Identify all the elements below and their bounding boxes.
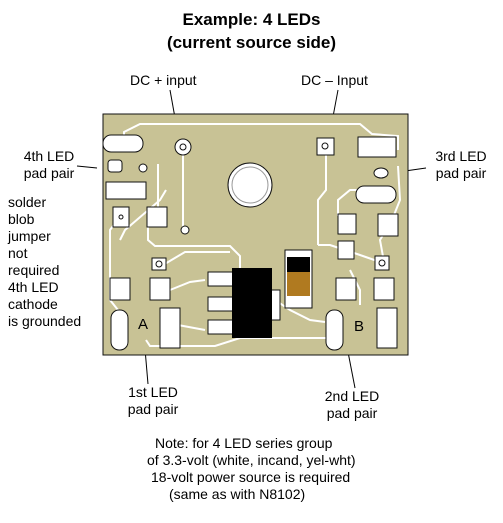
led3-label-line2: pad pair	[435, 165, 487, 181]
trace-mid	[157, 251, 230, 269]
led2-label: 2nd LED pad pair	[312, 388, 392, 422]
power-note-line: (same as with N8102)	[169, 486, 306, 502]
solder-note-line: is grounded	[8, 313, 82, 329]
led4-pad-oval	[102, 134, 144, 153]
solder-note-line: required	[8, 262, 60, 278]
led1-label-line1: 1st LED	[128, 384, 178, 400]
led2-pad-square-1	[335, 277, 357, 301]
trace-top	[123, 123, 399, 150]
led1-pad-square-1	[109, 277, 131, 301]
mounting-hole	[227, 162, 273, 208]
led4-pad-small	[107, 159, 123, 173]
dc-minus-hole	[321, 142, 329, 150]
via-1	[180, 225, 190, 235]
led2-label-line1: 2nd LED	[324, 388, 380, 404]
trace-pin3	[177, 324, 206, 331]
led3-pad-rect	[357, 136, 397, 158]
dc-minus-label: DC – Input	[301, 72, 368, 88]
led4-label-line1: 4th LED	[23, 148, 75, 164]
solder-jumper-hole	[118, 214, 124, 220]
title-line-2: (current source side)	[166, 33, 337, 52]
pad-b-label: B	[354, 318, 365, 335]
power-note-line: 18-volt power source is required	[151, 469, 351, 485]
solder-note-line: 4th LED	[8, 279, 59, 295]
via-4	[138, 163, 148, 173]
power-note-line: of 3.3-volt (white, incand, yel-wht)	[147, 452, 356, 468]
led2-leader	[347, 351, 356, 389]
resistor-body	[287, 272, 310, 296]
led3-pad-square-3	[337, 240, 355, 260]
led2-pad-rect	[376, 307, 398, 349]
led3-pad-square-2	[377, 213, 399, 237]
via-3-hole	[378, 259, 386, 267]
led3-label-line1: 3rd LED	[435, 148, 487, 164]
trace-pin1	[169, 279, 206, 291]
led2-pad-oval	[325, 309, 344, 351]
regulator-ic	[232, 268, 272, 338]
trace-right-mid	[274, 299, 326, 323]
led2-pad-square-2	[373, 277, 395, 301]
trace-dc-plus	[182, 148, 185, 232]
led2-label-line2: pad pair	[326, 405, 378, 421]
via-2-hole	[155, 260, 163, 268]
led1-pad-oval	[110, 309, 129, 351]
solder-note-line: solder	[8, 194, 47, 210]
power-note: Note: for 4 LED series group of 3.3-volt…	[145, 435, 425, 503]
solder-note-line: not	[8, 245, 28, 261]
led4-pad-rect	[105, 181, 147, 200]
title-line-1: Example: 4 LEDs	[182, 10, 321, 29]
led1-pad-square-2	[149, 277, 171, 301]
led3-pad-small	[373, 167, 389, 179]
power-note-line: Note: for 4 LED series group	[155, 435, 333, 451]
mounting-hole-ring	[231, 166, 269, 204]
dc-plus-hole	[179, 143, 187, 151]
led4-pad-square	[146, 206, 168, 228]
led3-pad-oval	[355, 185, 397, 204]
pad-a-label: A	[138, 316, 149, 333]
solder-note-line: jumper	[8, 228, 51, 244]
solder-note-line: cathode	[8, 296, 58, 312]
trace-right-3	[349, 269, 361, 305]
led1-pad-rect	[159, 307, 181, 349]
led1-label-line2: pad pair	[127, 401, 179, 417]
led3-pad-square-1	[337, 213, 357, 235]
trace-left-2	[119, 189, 167, 241]
led4-label: 4th LED pad pair	[14, 148, 84, 182]
led3-label: 3rd LED pad pair	[423, 148, 499, 182]
solder-note-line: blob	[8, 211, 35, 227]
solder-note: solder blob jumper not required 4th LED …	[8, 194, 98, 330]
trace-dc-minus	[317, 148, 327, 245]
led1-label: 1st LED pad pair	[113, 384, 193, 418]
led4-leader	[76, 165, 98, 169]
dc-plus-label: DC + input	[130, 72, 197, 88]
resistor-end-top	[287, 257, 310, 272]
led4-label-line2: pad pair	[23, 165, 75, 181]
